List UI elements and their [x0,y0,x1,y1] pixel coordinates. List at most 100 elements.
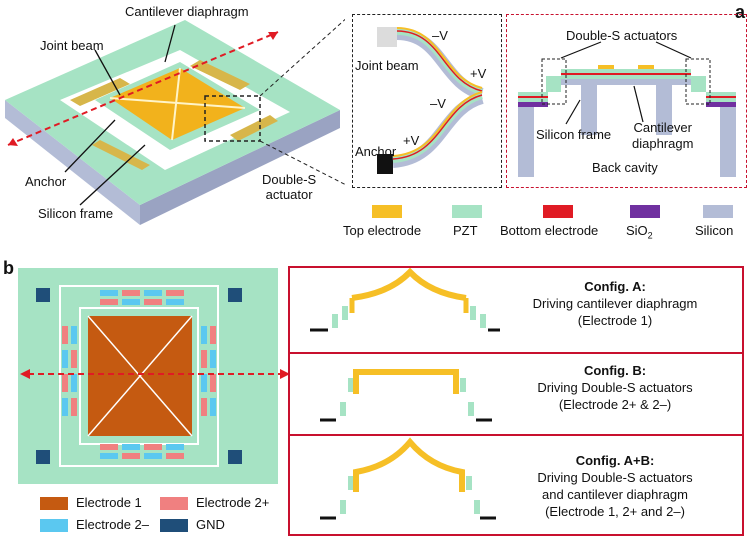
center-top-electrode-1 [598,65,614,69]
outer-trace [59,285,219,467]
gnd-pad-top-right [228,288,242,302]
diaphragm-diagonal-2 [171,67,181,141]
zoom-label-anchor: Anchor [355,144,397,159]
left-link [546,76,561,92]
frame-pillar-left [581,85,597,135]
label-silicon-frame: Silicon frame [38,206,114,221]
bottom-electrode-array [100,444,184,459]
legend-swatch-pzt [452,205,482,218]
zoom-minus-v-1: –V [432,28,448,43]
top-electrode-array [100,290,184,305]
legend-label-top-electrode: Top electrode [343,223,422,238]
config-ab-desc3: (Electrode 1, 2+ and 2–) [545,504,685,519]
config-divider-2 [288,434,744,436]
zoom-inset-drawing [377,27,485,174]
left-electrode-array [62,326,77,416]
actuator-strip-bottom [92,140,150,170]
s-beam-lower-bottom-electrode [392,94,483,160]
legend-label-silicon: Silicon [695,223,734,238]
config-b-desc2: (Electrode 2+ & 2–) [558,397,672,412]
zoom-plus-v-1: +V [470,66,487,81]
cs-label-back-cavity: Back cavity [592,160,658,175]
diaphragm-diagonal-1 [109,97,246,109]
config-divider-1 [288,352,744,354]
config-outer-box [288,266,744,536]
left-silicon-pillar [518,107,534,177]
axis-arrow-head-right [268,32,278,40]
electrode-layout [18,268,278,484]
zoom-region-box [204,95,261,142]
left-sio2 [518,102,548,107]
s-beam-upper-top-electrode [396,27,483,89]
config-ab-title: Config. A+B: [575,453,655,468]
actuator-strip-top [190,60,250,90]
callout-anchor [64,119,116,173]
legend-swatch-silicon [703,205,733,218]
right-sio2 [706,102,736,107]
legend-swatch-top-electrode [372,205,402,218]
cross-section-box [506,14,747,188]
joint-beam-block [377,27,397,47]
zoom-minus-v-2: –V [430,96,446,111]
legend-swatch-gnd [160,519,188,532]
right-electrode-array [201,326,216,416]
config-b-title: Config. B: [583,363,647,378]
panel-b-axis [20,369,290,379]
config-b-desc1: Driving Double-S actuators [537,380,693,395]
config-a-desc2: (Electrode 1) [577,313,653,328]
frame-pillar-right [656,85,672,135]
label-anchor: Anchor [25,174,67,189]
panel-a-letter: a [735,2,746,22]
cs-label-cantilever-line1: Cantilever [633,120,692,135]
zoom-label-joint-beam: Joint beam [355,58,419,73]
legend-label-sio2-sub: 2 [647,230,653,241]
config-ab-desc2: and cantilever diaphragm [542,487,688,502]
legend-label-electrode-2-minus: Electrode 2– [76,517,149,532]
anchor-block [377,154,393,174]
config-b-drawing [320,369,492,422]
callout-silicon-frame [79,144,146,206]
right-actuator-box [685,58,711,105]
left-actuator-box [541,58,567,105]
legend-swatch-sio2 [630,205,660,218]
label-double-s-line1: Double-S [262,172,317,187]
callout-silicon-frame-cs [565,99,581,125]
zoom-plus-v-2: +V [403,133,420,148]
gnd-pad-top-left [36,288,50,302]
zoom-inset-box [352,14,502,188]
legend-swatch-electrode-2-minus [40,519,68,532]
right-link [691,76,706,92]
zoom-connector-top [259,18,345,97]
right-silicon-pillar [720,107,736,177]
central-diagonal-2 [87,315,193,437]
callout-actuators-left [560,41,602,59]
device-base-right-side [140,110,340,225]
center-silicon-layer [561,79,691,85]
config-a-drawing [310,268,500,332]
legend-label-electrode-1: Electrode 1 [76,495,142,510]
legend-swatch-bottom-electrode [543,205,573,218]
panel-b-letter: b [3,258,14,278]
config-a-desc1: Driving cantilever diaphragm [532,296,698,311]
device-3d-view [5,18,345,225]
cs-label-double-s-actuators: Double-S actuators [566,28,678,43]
config-a-title: Config. A: [584,279,646,294]
legend-label-electrode-2-plus: Electrode 2+ [196,495,270,510]
legend-label-bottom-electrode: Bottom electrode [500,223,599,238]
label-joint-beam: Joint beam [40,38,104,53]
cs-label-cantilever: Cantilever diaphragm [632,120,693,152]
legend-label-sio2-main: SiO [626,223,648,238]
s-beam-lower-top-electrode [392,91,483,157]
config-ab-drawing [320,437,496,520]
axis-arrow-head-left [8,138,18,146]
label-double-s-line2: actuator [265,187,313,202]
center-top-electrode-2 [638,65,654,69]
legend-swatch-electrode-1 [40,497,68,510]
legend-label-pzt: PZT [453,223,478,238]
legend-label-gnd: GND [196,517,225,532]
config-a-text: Config. A: Driving cantilever diaphragm … [490,278,740,329]
gnd-pad-bottom-right [228,450,242,464]
section-axis-line [7,31,279,146]
legend-swatch-electrode-2-plus [160,497,188,510]
zoom-connector-bottom [259,140,345,186]
